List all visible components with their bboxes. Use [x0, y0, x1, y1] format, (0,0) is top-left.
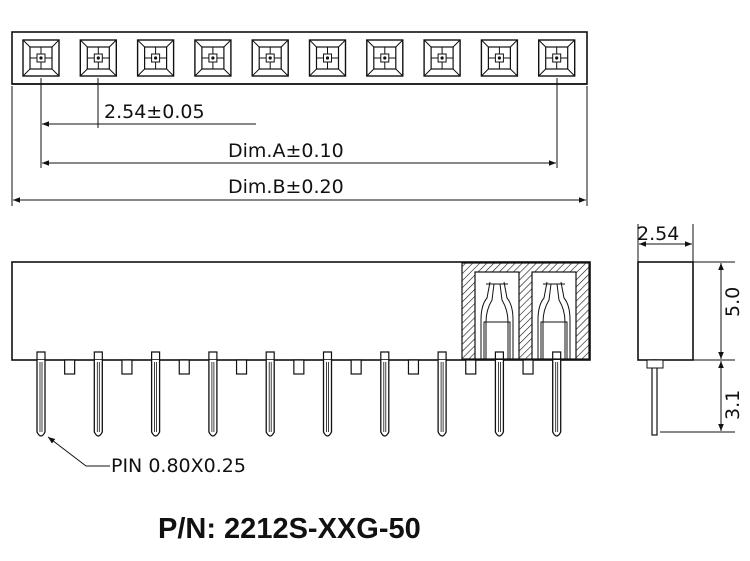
standoff	[407, 359, 420, 375]
pin	[437, 351, 447, 437]
pin-size-label: PIN 0.80X0.25	[111, 455, 246, 477]
contact-opening	[79, 39, 118, 77]
contact-opening	[251, 39, 289, 77]
pin	[494, 351, 505, 437]
contact-opening	[22, 39, 60, 77]
pin-callout: PIN 0.80X0.25	[47, 436, 246, 477]
standoff	[64, 359, 76, 375]
standoff	[522, 359, 534, 375]
top-dimensions: 2.54±0.05 Dim.A±0.10 Dim.B±0.20	[11, 78, 588, 206]
pin	[36, 351, 46, 437]
pin	[322, 351, 333, 437]
pin	[265, 351, 275, 437]
pin	[150, 351, 161, 437]
contact-opening	[538, 39, 576, 77]
part-number: P/N: 2212S-XXG-50	[158, 513, 421, 545]
side-view-body	[637, 261, 694, 361]
pin-row	[36, 351, 562, 437]
top-view	[11, 31, 588, 85]
standoff	[235, 359, 248, 375]
pin	[380, 351, 390, 437]
standoff	[350, 359, 362, 375]
standoff	[293, 359, 305, 375]
contact-opening	[136, 39, 175, 77]
pin	[208, 351, 218, 437]
standoff-row	[64, 359, 534, 375]
pitch-label: 2.54±0.05	[104, 101, 205, 123]
side-view-pin	[651, 359, 658, 436]
contact-openings	[22, 39, 576, 77]
standoff	[465, 359, 477, 375]
dim-b-label: Dim.B±0.20	[228, 176, 344, 198]
side-height-label: 5.0	[722, 287, 744, 317]
contact-opening	[308, 39, 347, 77]
standoff	[178, 359, 190, 375]
side-view: 2.54 5.0 3.1	[637, 223, 744, 436]
contact-opening	[423, 39, 461, 77]
standoff	[121, 359, 133, 375]
contact-opening	[366, 39, 404, 77]
side-width-label: 2.54	[637, 223, 679, 245]
pin	[552, 351, 562, 437]
pin	[93, 351, 103, 437]
front-view	[11, 261, 591, 437]
section-cutaway	[461, 262, 590, 360]
dim-a-label: Dim.A±0.10	[228, 140, 344, 162]
contact-opening	[480, 39, 519, 77]
contact-opening	[194, 39, 232, 77]
pin-length-label: 3.1	[722, 390, 744, 420]
